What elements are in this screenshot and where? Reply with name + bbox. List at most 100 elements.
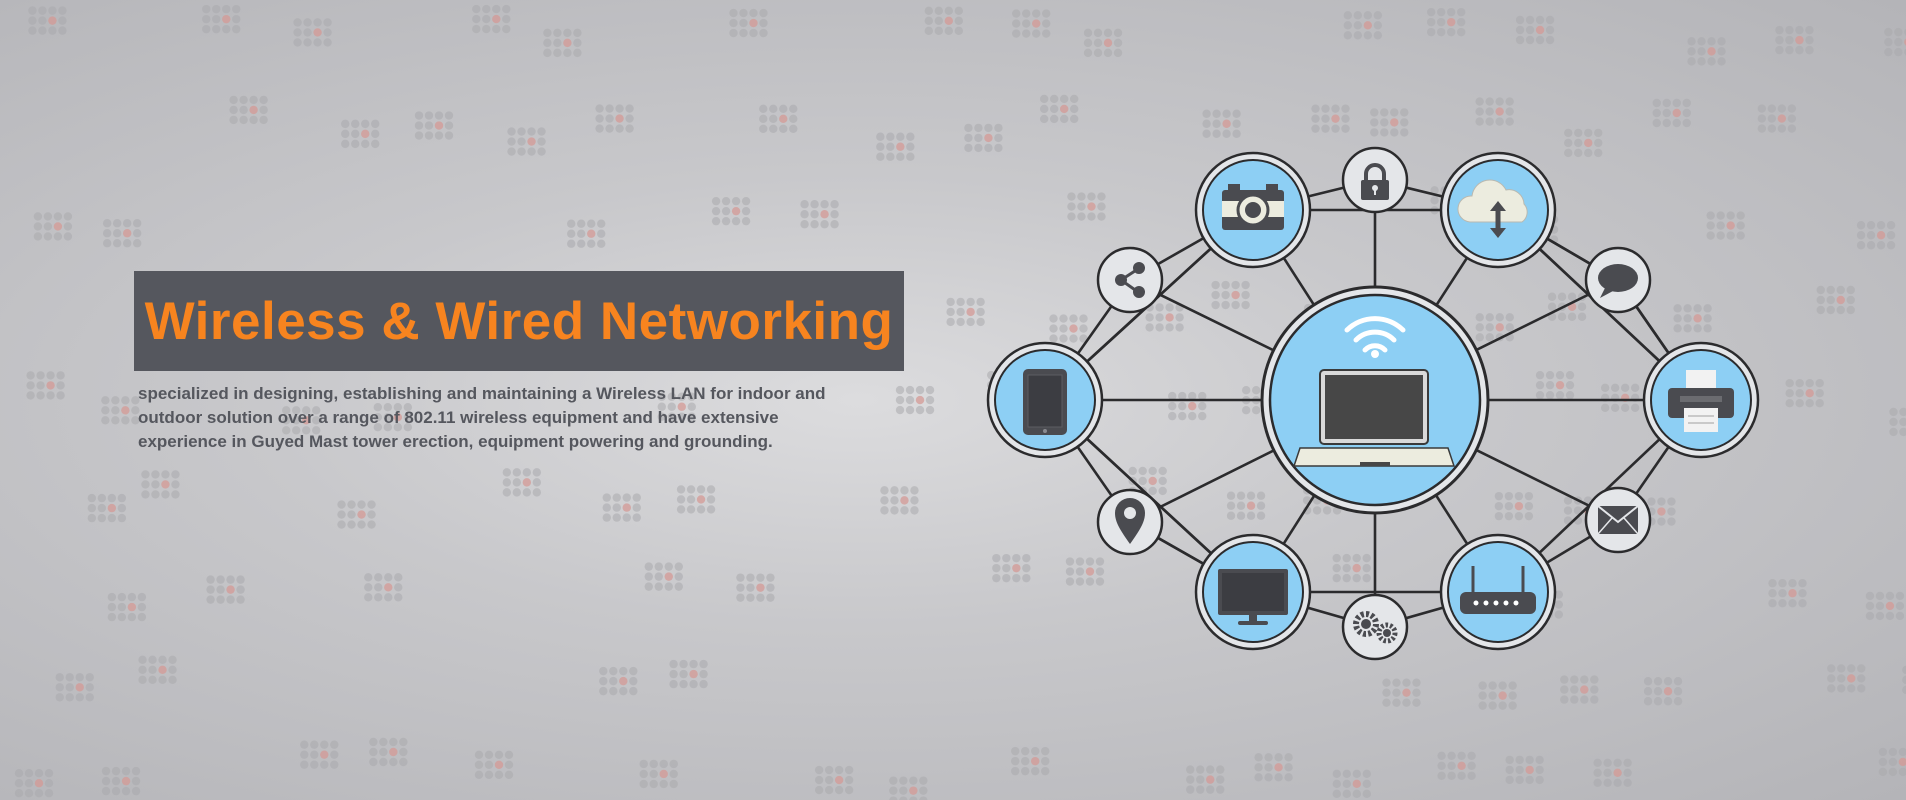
background-dot-cluster: [1768, 579, 1807, 608]
center-node: [1260, 285, 1490, 515]
background-dot-cluster: [759, 104, 798, 134]
background-dot-cluster: [102, 219, 142, 248]
router-node: [1439, 533, 1557, 651]
background-dot-cluster: [1505, 755, 1544, 785]
description-line: specialized in designing, establishing a…: [138, 384, 826, 403]
background-dot-cluster: [1816, 285, 1855, 315]
background-dot-cluster: [567, 219, 606, 248]
mail-icon: [1597, 505, 1639, 535]
background-dot-cluster: [1067, 192, 1106, 221]
background-dot-cluster: [1427, 7, 1466, 37]
background-dot-cluster: [1083, 28, 1123, 58]
background-dot-cluster: [293, 18, 332, 47]
background-dot-cluster: [599, 666, 638, 696]
background-dot-cluster: [101, 396, 140, 425]
background-dot-cluster: [14, 769, 54, 798]
background-dot-cluster: [1687, 37, 1726, 66]
background-dot-cluster: [101, 766, 141, 796]
background-dot-cluster: [1332, 553, 1371, 583]
background-dot-cluster: [1370, 108, 1409, 137]
background-dot-cluster: [1515, 15, 1555, 45]
tablet-icon: [1023, 369, 1067, 435]
chat-icon: [1598, 264, 1638, 298]
laptop-wifi-icon: [1292, 316, 1456, 467]
description-line: experience in Guyed Mast tower erection,…: [138, 432, 773, 451]
background-dot-cluster: [602, 493, 641, 522]
background-dot-cluster: [1673, 304, 1712, 333]
background-dot-cluster: [1049, 314, 1088, 343]
title-banner: Wireless & Wired Networking: [134, 271, 904, 371]
background-dot-cluster: [1643, 677, 1683, 706]
background-dot-cluster: [889, 776, 928, 800]
background-dot-cluster: [1856, 221, 1896, 250]
background-dot-cluster: [1884, 27, 1906, 57]
background-dot-cluster: [595, 104, 634, 133]
gears-node: [1341, 593, 1409, 661]
background-dot-cluster: [1186, 765, 1225, 794]
background-dot-cluster: [337, 500, 376, 529]
background-dot-cluster: [300, 740, 339, 769]
share-icon: [1115, 262, 1145, 298]
page-title: Wireless & Wired Networking: [144, 291, 894, 351]
background-dot-cluster: [502, 468, 542, 497]
location-pin-icon: [1115, 498, 1145, 544]
description-line: outdoor solution over a range of 802.11 …: [138, 408, 779, 427]
share-node: [1096, 246, 1164, 314]
background-dot-cluster: [1564, 128, 1603, 158]
lock-node: [1341, 146, 1409, 214]
tablet-node: [986, 341, 1104, 459]
background-dot-cluster: [1475, 97, 1514, 126]
monitor-icon: [1218, 569, 1288, 625]
background-dot-cluster: [107, 592, 147, 622]
mail-node: [1584, 486, 1652, 554]
background-dot-cluster: [1039, 94, 1079, 124]
background-dot-cluster: [206, 575, 245, 604]
background-dot-cluster: [711, 196, 751, 226]
background-dot-cluster: [657, 392, 696, 421]
gears-icon: [1353, 611, 1398, 644]
background-dot-cluster: [1878, 747, 1906, 777]
background-dot-cluster: [282, 406, 321, 435]
background-dot-cluster: [141, 470, 180, 499]
background-dot-cluster: [1437, 751, 1476, 781]
printer-icon: [1668, 370, 1734, 432]
camera-icon: [1222, 184, 1284, 230]
background-dot-cluster: [1535, 370, 1575, 400]
background-dot-cluster: [1011, 746, 1050, 776]
background-dot-cluster: [1827, 664, 1866, 693]
background-dot-cluster: [369, 737, 408, 767]
router-icon: [1460, 566, 1536, 614]
background-dot-cluster: [138, 655, 177, 685]
background-dot-cluster: [1785, 378, 1824, 408]
background-dot-cluster: [507, 127, 546, 156]
background-dot-cluster: [992, 553, 1031, 583]
background-dot-cluster: [1865, 591, 1905, 621]
background-dot-cluster: [1889, 407, 1906, 437]
background-dot-cluster: [55, 673, 94, 702]
background-dot-cluster: [924, 6, 963, 36]
background-dot-cluster: [472, 4, 511, 34]
background-dot-cluster: [814, 765, 854, 795]
background-dot-cluster: [1382, 678, 1421, 707]
monitor-node: [1194, 533, 1312, 651]
description-text: specialized in designing, establishing a…: [138, 382, 898, 454]
printer-node: [1642, 341, 1760, 459]
background-dot-cluster: [1494, 491, 1534, 521]
lock-icon: [1361, 163, 1389, 200]
cloud-transfer-node: [1439, 151, 1557, 269]
background-dot-cluster: [1202, 109, 1241, 138]
background-dot-cluster: [1332, 769, 1372, 799]
background-dot-cluster: [202, 4, 241, 34]
background-dot-cluster: [1254, 753, 1293, 782]
background-dot-cluster: [373, 403, 413, 432]
background-dot-cluster: [1168, 391, 1207, 421]
background-dot-cluster: [26, 371, 65, 400]
chat-node: [1584, 246, 1652, 314]
background-dot-cluster: [1311, 104, 1350, 133]
background-dot-cluster: [1775, 25, 1814, 55]
background-dot-cluster: [1478, 681, 1517, 710]
background-dot-cluster: [229, 95, 268, 125]
background-dot-cluster: [1065, 557, 1105, 586]
